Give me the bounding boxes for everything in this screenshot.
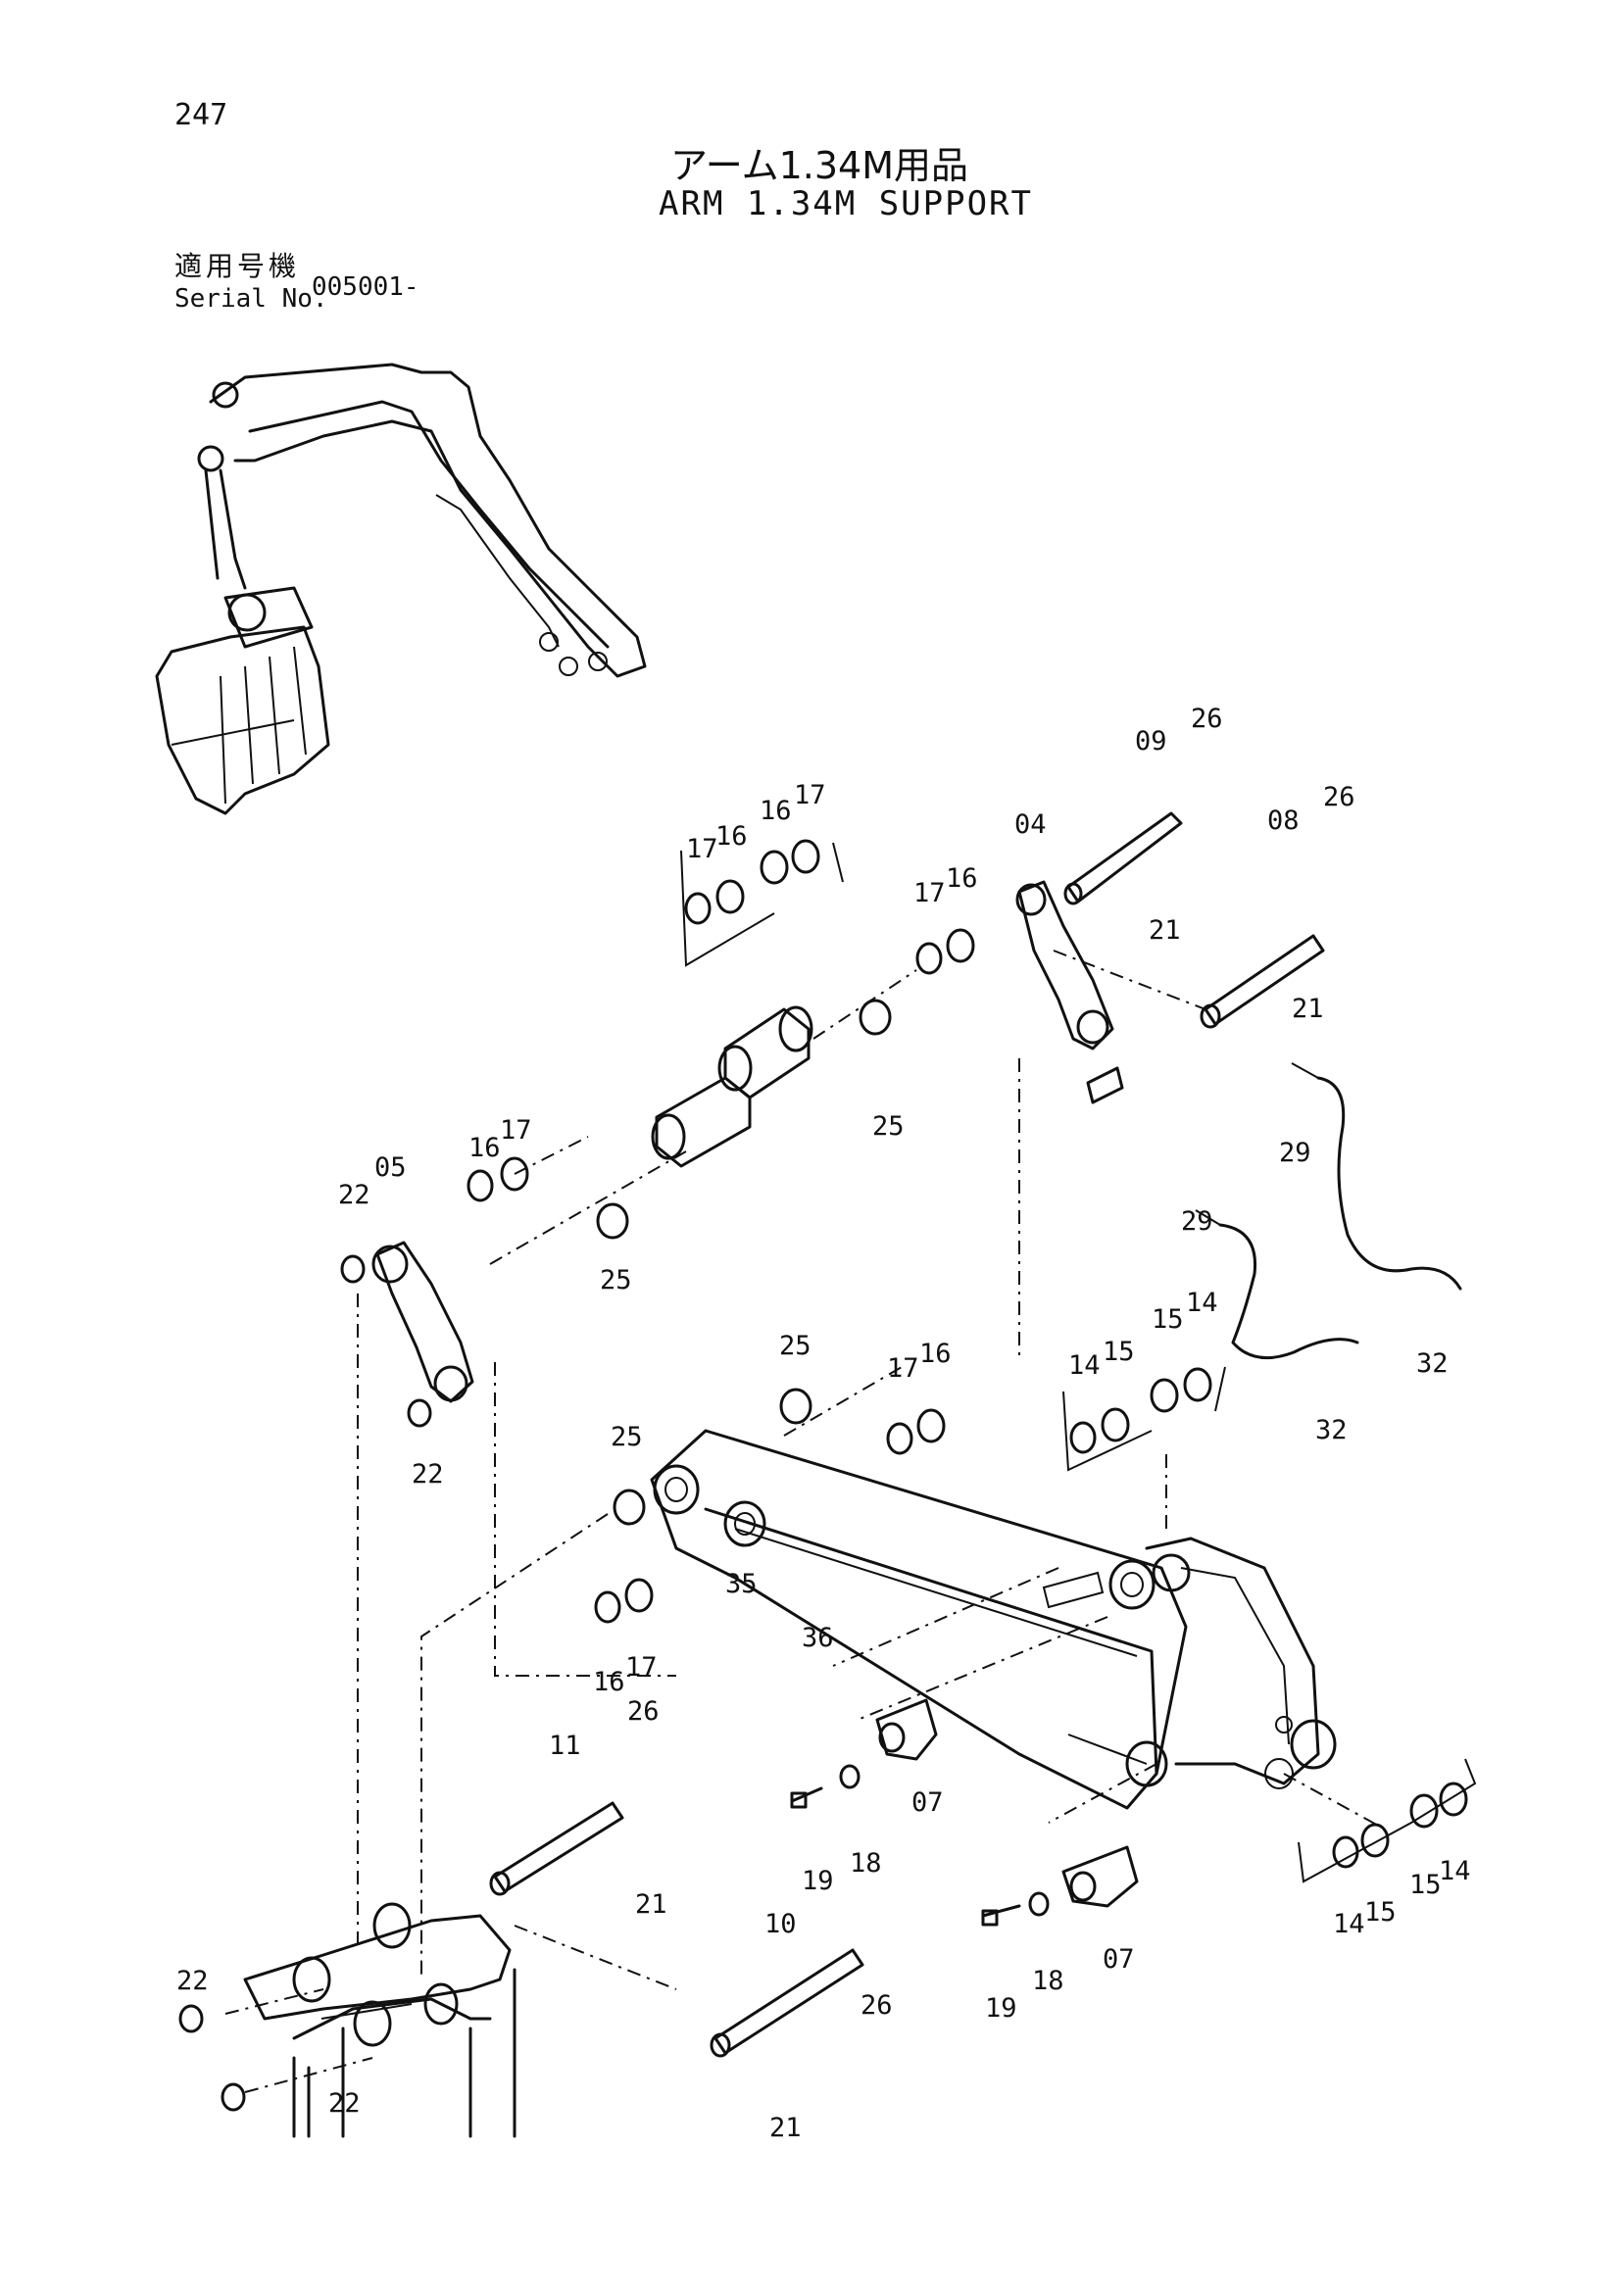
callout-label: 17 xyxy=(686,834,718,864)
bracket-07-set xyxy=(839,1698,1139,1917)
pin-set xyxy=(489,811,1325,2058)
callout-label: 11 xyxy=(549,1731,581,1761)
callout-label: 16 xyxy=(468,1133,501,1163)
arm-body xyxy=(650,1429,1337,1810)
link-05 xyxy=(371,1241,474,1403)
callout-label: 25 xyxy=(779,1331,812,1361)
callout-label: 25 xyxy=(600,1265,632,1295)
callout-label: 29 xyxy=(1279,1138,1311,1168)
callout-label: 21 xyxy=(769,2113,802,2143)
serial-label-english: Serial No. xyxy=(174,284,328,314)
serial-number-value: 005001- xyxy=(312,272,419,302)
callout-label: 14 xyxy=(1186,1288,1218,1318)
callout-label: 32 xyxy=(1315,1415,1348,1445)
callout-label: 17 xyxy=(887,1353,919,1384)
callout-label: 22 xyxy=(338,1180,370,1210)
excavator-overview-illustration xyxy=(155,363,647,815)
callout-label: 14 xyxy=(1439,1856,1471,1886)
callout-label: 10 xyxy=(764,1909,797,1939)
callout-label: 26 xyxy=(627,1696,660,1727)
callout-label: 25 xyxy=(611,1422,643,1452)
callout-label: 32 xyxy=(1416,1348,1449,1379)
callout-label: 21 xyxy=(635,1889,667,1920)
callout-label: 04 xyxy=(1014,809,1047,840)
callout-label: 17 xyxy=(625,1652,658,1683)
serial-label-japanese: 適用号機 xyxy=(174,250,301,282)
callout-label: 16 xyxy=(946,863,978,894)
callout-label: 18 xyxy=(850,1848,882,1879)
callout-label: 14 xyxy=(1333,1909,1365,1939)
callout-label: 17 xyxy=(500,1115,532,1146)
callout-label: 19 xyxy=(985,1993,1017,2024)
callout-label: 15 xyxy=(1409,1870,1442,1900)
callout-label: 35 xyxy=(725,1569,758,1599)
callout-label: 16 xyxy=(715,821,748,852)
callout-label: 26 xyxy=(1323,782,1355,812)
title-japanese: アーム1.34M用品 xyxy=(670,144,968,187)
callout-label: 22 xyxy=(176,1966,209,1996)
callout-label: 16 xyxy=(760,796,792,826)
page-number: 247 xyxy=(174,98,228,132)
callout-label: 17 xyxy=(794,780,826,810)
callout-label: 26 xyxy=(861,1990,893,2021)
link-04 xyxy=(1015,880,1114,1050)
callout-label: 07 xyxy=(911,1787,944,1818)
hose-set xyxy=(1195,1062,1462,1360)
callout-label: 15 xyxy=(1364,1897,1397,1928)
callout-label: 07 xyxy=(1103,1944,1135,1975)
callout-label: 09 xyxy=(1135,726,1167,757)
title-english: ARM 1.34M SUPPORT xyxy=(659,184,1033,223)
callout-label: 21 xyxy=(1149,915,1181,946)
bolt-set xyxy=(790,1786,1021,1927)
callout-label: 15 xyxy=(1103,1337,1135,1367)
callout-label: 22 xyxy=(412,1459,444,1490)
callout-label: 18 xyxy=(1032,1966,1064,1996)
callout-label: 08 xyxy=(1267,806,1300,836)
callout-label: 26 xyxy=(1191,704,1223,734)
callout-label: 05 xyxy=(374,1152,407,1183)
callout-label: 29 xyxy=(1181,1206,1213,1237)
bushing-set xyxy=(651,1005,813,1168)
callout-label: 21 xyxy=(1292,994,1324,1024)
callout-label: 22 xyxy=(328,2088,361,2119)
callout-label: 14 xyxy=(1068,1350,1101,1381)
callout-label: 16 xyxy=(593,1667,625,1697)
callout-labels: 26 09 26 08 16 17 17 16 04 17 16 21 21 2… xyxy=(176,704,1471,2143)
callout-label: 16 xyxy=(919,1339,952,1369)
assembly-lines xyxy=(224,842,1477,2093)
callout-label: 19 xyxy=(802,1866,834,1896)
callout-label: 36 xyxy=(802,1623,834,1653)
callout-label: 25 xyxy=(872,1111,905,1142)
callout-label: 17 xyxy=(913,878,946,908)
callout-label: 15 xyxy=(1152,1304,1184,1335)
washer-set xyxy=(178,839,1468,2112)
bucket-attachment xyxy=(243,1902,516,2138)
